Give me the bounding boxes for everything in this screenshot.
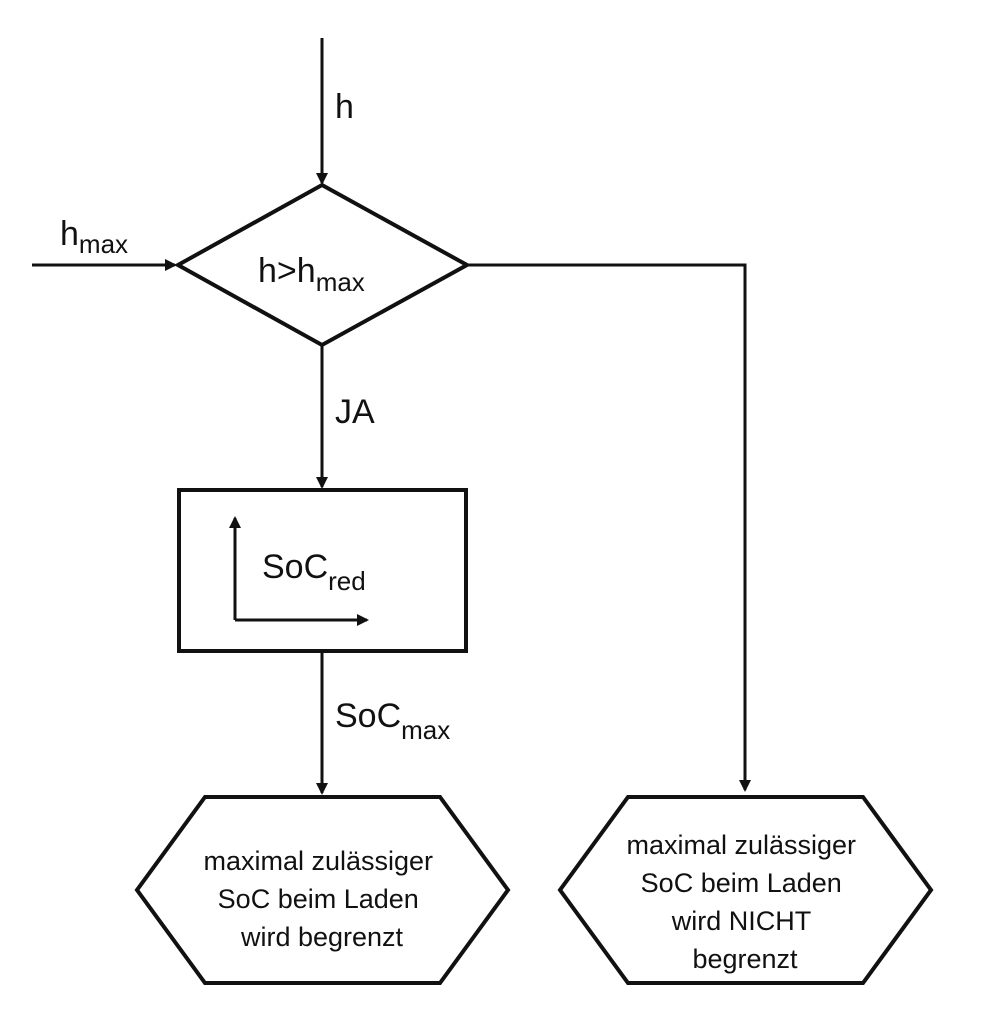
arrow-branch-no — [467, 265, 745, 790]
decision-label: h>hmax — [258, 252, 365, 297]
label-yes: JA — [335, 393, 375, 431]
result-not-limited-text: maximal zulässiger SoC beim Laden wird N… — [626, 830, 863, 974]
process-label: SoCred — [262, 548, 366, 596]
label-input-h: h — [335, 88, 354, 126]
decision-diamond — [178, 185, 467, 345]
label-input-hmax: hmax — [60, 215, 128, 259]
label-output-socmax: SoCmax — [335, 697, 450, 745]
result-limited-text: maximal zulässiger SoC beim Laden wird b… — [203, 846, 440, 952]
